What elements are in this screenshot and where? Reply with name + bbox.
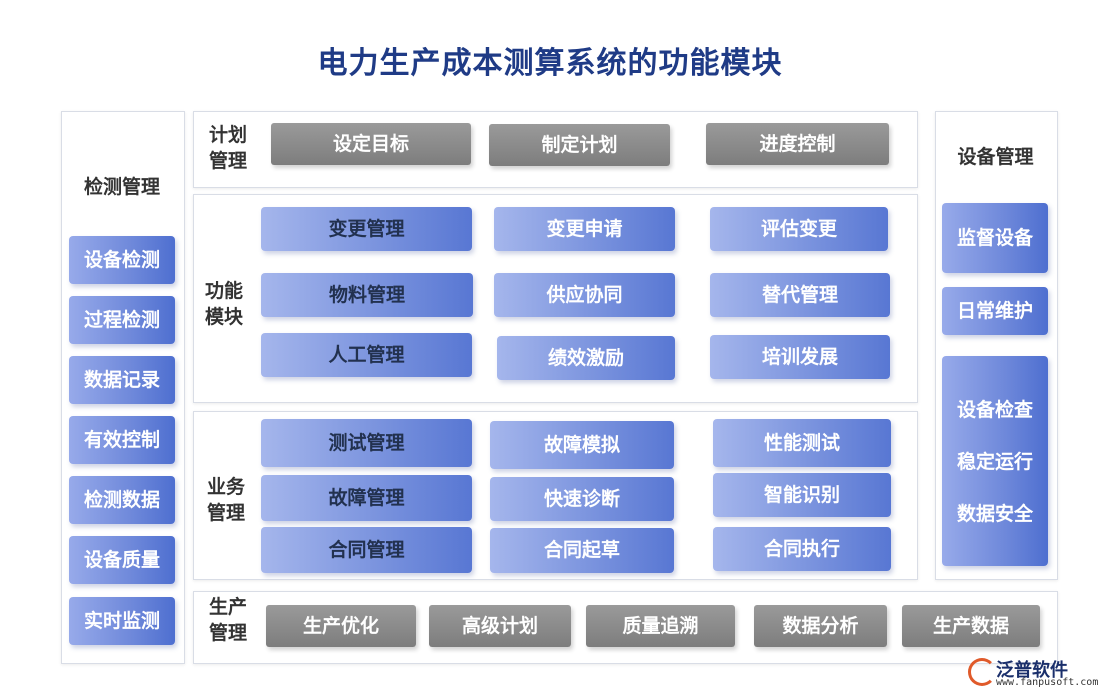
production-label-line1: 生产 [208,596,247,618]
production-item-3[interactable]: 数据分析 [754,605,887,647]
business-item-1-0[interactable]: 故障管理 [261,475,472,521]
right-group-item-2[interactable]: 数据安全 [956,503,1033,525]
business-item-1-2[interactable]: 智能识别 [713,473,891,517]
function-item-1-1[interactable]: 供应协同 [494,273,675,317]
right-group: 设备检查 稳定运行 数据安全 [942,356,1048,566]
function-item-2-1[interactable]: 绩效激励 [497,336,675,380]
business-item-2-1[interactable]: 合同起草 [490,528,674,573]
left-item-5[interactable]: 设备质量 [69,536,175,584]
production-item-4[interactable]: 生产数据 [902,605,1040,647]
left-item-1[interactable]: 过程检测 [69,296,175,344]
business-item-2-2[interactable]: 合同执行 [713,527,891,571]
production-item-1[interactable]: 高级计划 [429,605,571,647]
plan-item-2[interactable]: 进度控制 [706,123,889,165]
plan-label-line2: 管理 [208,150,247,172]
logo-url: www.fanpusoft.com [996,677,1099,688]
business-item-2-0[interactable]: 合同管理 [261,527,472,573]
function-item-2-0[interactable]: 人工管理 [261,333,472,377]
left-item-4[interactable]: 检测数据 [69,476,175,524]
left-item-3[interactable]: 有效控制 [69,416,175,464]
production-item-0[interactable]: 生产优化 [266,605,416,647]
right-item-1[interactable]: 日常维护 [942,287,1048,335]
function-item-0-0[interactable]: 变更管理 [261,207,472,251]
business-item-0-0[interactable]: 测试管理 [261,419,472,467]
right-item-0[interactable]: 监督设备 [942,203,1048,273]
page-title: 电力生产成本测算系统的功能模块 [317,46,783,81]
business-item-0-1[interactable]: 故障模拟 [490,421,674,469]
function-item-2-2[interactable]: 培训发展 [710,335,890,379]
brand-logo: 泛普软件 www.fanpusoft.com [968,656,1098,690]
function-label-line2: 模块 [204,306,243,328]
production-label-line2: 管理 [208,622,247,644]
right-group-item-0[interactable]: 设备检查 [956,399,1033,421]
production-item-2[interactable]: 质量追溯 [586,605,735,647]
function-item-0-2[interactable]: 评估变更 [710,207,888,251]
plan-label-line1: 计划 [208,124,247,146]
business-label-line2: 管理 [206,502,245,524]
left-panel-title: 检测管理 [83,176,160,198]
plan-label: 计划 管理 [198,122,258,174]
function-item-0-1[interactable]: 变更申请 [494,207,675,251]
plan-item-0[interactable]: 设定目标 [271,123,471,165]
business-label-line1: 业务 [206,476,245,498]
production-label: 生产 管理 [198,594,258,646]
business-item-1-1[interactable]: 快速诊断 [490,477,674,521]
function-item-1-0[interactable]: 物料管理 [261,273,473,317]
left-item-6[interactable]: 实时监测 [69,597,175,645]
logo-icon [968,658,996,686]
business-item-0-2[interactable]: 性能测试 [713,419,891,467]
logo-brand: 泛普软件 [996,660,1068,681]
function-item-1-2[interactable]: 替代管理 [710,273,890,317]
right-panel-title: 设备管理 [957,146,1034,168]
left-item-2[interactable]: 数据记录 [69,356,175,404]
left-item-0[interactable]: 设备检测 [69,236,175,284]
business-label: 业务 管理 [196,474,256,526]
function-label: 功能 模块 [196,278,252,330]
right-group-item-1[interactable]: 稳定运行 [956,451,1033,473]
plan-item-1[interactable]: 制定计划 [489,124,670,166]
function-label-line1: 功能 [204,280,243,302]
